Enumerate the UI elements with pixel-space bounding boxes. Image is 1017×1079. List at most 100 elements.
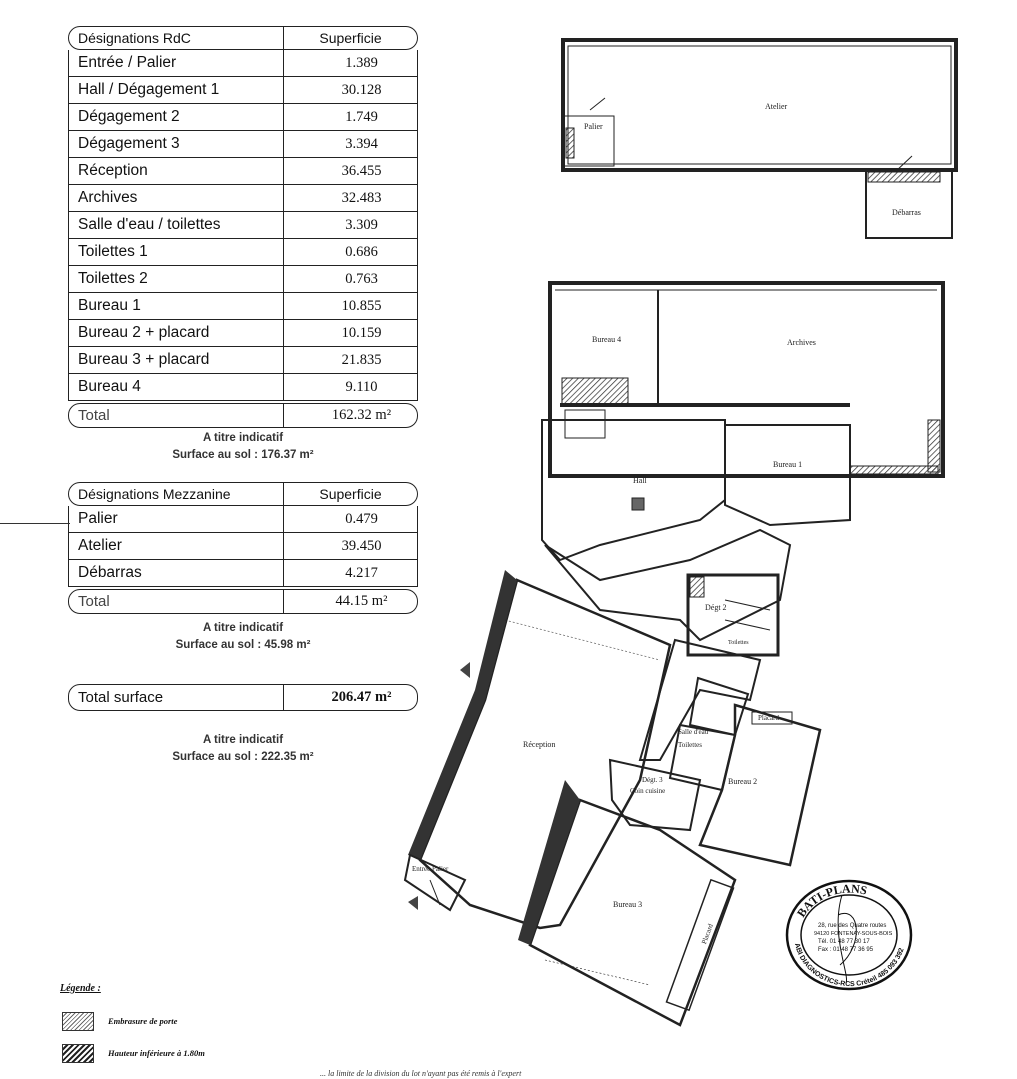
mezz-designation-cell: Débarras <box>68 560 284 587</box>
bureau2-room <box>698 703 822 867</box>
rdc-superficie-cell: 9.110 <box>284 374 418 401</box>
plan-label-palier: Palier <box>584 122 603 131</box>
legend-title: Légende : <box>60 983 101 994</box>
rdc-total-row: Total 162.32 m² <box>68 403 418 428</box>
rdc-superficie-cell: 21.835 <box>284 347 418 374</box>
rdc-designation-cell: Bureau 4 <box>68 374 284 401</box>
grand-total-value: 206.47 m² <box>284 684 418 711</box>
rdc-header-designation: Désignations RdC <box>68 26 284 50</box>
mezz-designation-cell: Palier <box>68 506 284 533</box>
mezz-total-row: Total 44.15 m² <box>68 589 418 614</box>
grand-note-line1: A titre indicatif <box>202 734 284 746</box>
rdc-designation-cell: Entrée / Palier <box>68 50 284 77</box>
rdc-designation-cell: Dégagement 2 <box>68 104 284 131</box>
bati-plans-stamp: BATI-PLANS ABI DIAGNOSTICS-RCS Créteil 4… <box>785 879 913 991</box>
rdc-superficie-cell: 32.483 <box>284 185 418 212</box>
plan-label-placard: Placard <box>758 714 779 722</box>
legend-swatch-hauteur <box>62 1044 94 1063</box>
legend-item-embrasure: Embrasure de porte <box>108 1016 178 1026</box>
rdc-designation-cell: Bureau 3 + placard <box>68 347 284 374</box>
deg3-room <box>608 758 702 832</box>
stamp-fax: Fax : 01 48 77 36 95 <box>818 947 874 953</box>
plan-label-bureau2: Bureau 2 <box>728 777 758 786</box>
grand-note: A titre indicatif Surface au sol : 222.3… <box>68 732 418 766</box>
plan-label-bureau1: Bureau 1 <box>773 460 803 469</box>
rdc-designation-cell: Bureau 2 + placard <box>68 320 284 347</box>
plan-label-reception: Réception <box>523 740 556 749</box>
mezz-superficie-cell: 0.479 <box>284 506 418 533</box>
plan-label-coin-cuisine: Coin cuisine <box>630 787 666 795</box>
plan-label-deg3: Dégt. 3 <box>642 776 663 784</box>
stamp-tel: Tél. 01 48 77 30 17 <box>818 939 870 945</box>
stamp-name: BATI-PLANS <box>794 881 869 919</box>
rdc-designation-cell: Réception <box>68 158 284 185</box>
plan-label-bureau3: Bureau 3 <box>613 900 643 909</box>
rdc-designation-cell: Salle d'eau / toilettes <box>68 212 284 239</box>
debarras-room <box>865 169 953 239</box>
rdc-superficie-cell: 3.309 <box>284 212 418 239</box>
rdc-designation-cell: Bureau 1 <box>68 293 284 320</box>
rdc-superficie-cell: 10.855 <box>284 293 418 320</box>
grand-total-row: Total surface 206.47 m² <box>68 684 418 711</box>
deg2-room <box>686 573 780 657</box>
mezz-designation-cell: Atelier <box>68 533 284 560</box>
footer-note: ... la limite de la division du lot n'ay… <box>320 1069 522 1078</box>
plan-label-salle-eau: Salle d'eau <box>678 728 709 736</box>
rdc-note-line2: Surface au sol : 176.37 m² <box>172 449 314 461</box>
rdc-designation-cell: Dégagement 3 <box>68 131 284 158</box>
rdc-note: A titre indicatif Surface au sol : 176.3… <box>68 430 418 464</box>
mezz-table: Désignations Mezzanine Superficie Palier… <box>68 482 418 614</box>
grand-total-label: Total surface <box>68 684 284 711</box>
scan-line <box>0 523 70 524</box>
plan-label-debarras: Débarras <box>892 208 921 217</box>
rdc-note-line1: A titre indicatif <box>202 432 284 444</box>
rdc-table-header: Désignations RdC Superficie <box>68 26 418 50</box>
rdc-superficie-cell: 36.455 <box>284 158 418 185</box>
mezz-header-designation: Désignations Mezzanine <box>68 482 284 506</box>
plan-label-archives: Archives <box>787 338 816 347</box>
bureau1-room <box>724 424 851 527</box>
mezz-header-superficie: Superficie <box>284 482 418 506</box>
mezz-superficie-cell: 39.450 <box>284 533 418 560</box>
rdc-designation-cell: Hall / Dégagement 1 <box>68 77 284 104</box>
legend-swatch-embrasure <box>62 1012 94 1031</box>
rdc-total-label: Total <box>68 403 284 428</box>
entree-room <box>403 853 467 912</box>
plan-label-deg2: Dégt 2 <box>705 603 727 612</box>
rdc-designation-cell: Toilettes 2 <box>68 266 284 293</box>
plan-label-bureau4: Bureau 4 <box>592 335 622 344</box>
rdc-designation-cell: Toilettes 1 <box>68 239 284 266</box>
mezz-table-header: Désignations Mezzanine Superficie <box>68 482 418 506</box>
mezz-note-line1: A titre indicatif <box>202 622 284 634</box>
rdc-superficie-cell: 1.389 <box>284 50 418 77</box>
plan-label-toilettes: Toilettes <box>728 640 749 646</box>
stamp-address2: 94120 FONTENAY-SOUS-BOIS <box>814 931 893 937</box>
plan-label-hall: Hall <box>633 476 647 485</box>
rdc-superficie-cell: 10.159 <box>284 320 418 347</box>
rdc-total-value: 162.32 m² <box>284 403 418 428</box>
rdc-superficie-cell: 0.763 <box>284 266 418 293</box>
mezz-note-line2: Surface au sol : 45.98 m² <box>175 639 311 651</box>
legend-item-hauteur: Hauteur inférieure à 1.80m <box>108 1048 205 1058</box>
mezz-note: A titre indicatif Surface au sol : 45.98… <box>68 620 418 654</box>
rdc-designation-cell: Archives <box>68 185 284 212</box>
mezz-total-label: Total <box>68 589 284 614</box>
mezz-superficie-cell: 4.217 <box>284 560 418 587</box>
hall-room <box>541 419 726 562</box>
plan-label-entree: Entrée Palier <box>412 865 449 873</box>
stamp-signature <box>837 894 857 984</box>
